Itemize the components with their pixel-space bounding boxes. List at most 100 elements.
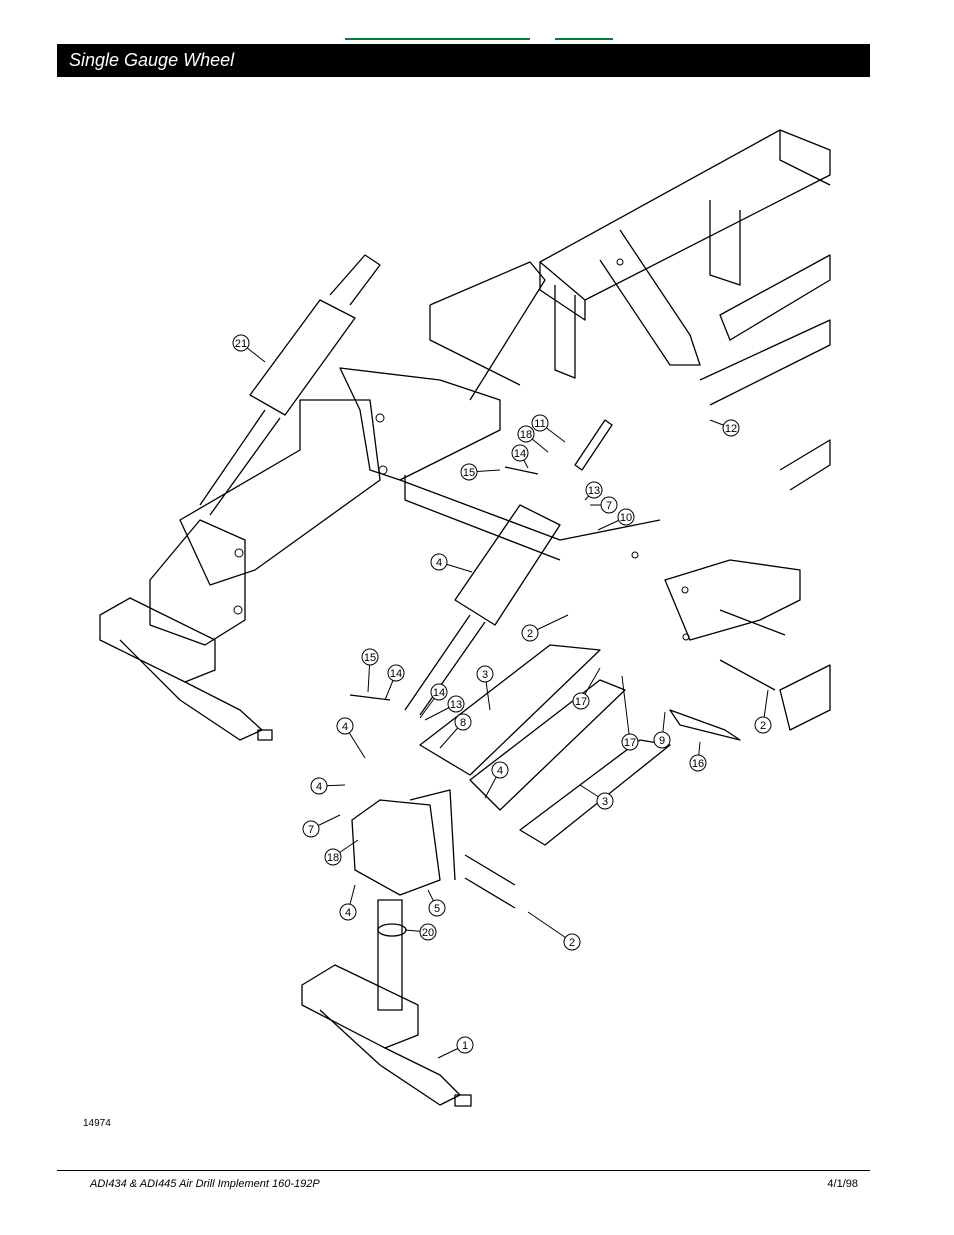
nav-link-underline[interactable] bbox=[345, 38, 530, 40]
callout-21: 21 bbox=[232, 334, 266, 363]
callout-2: 2 bbox=[754, 689, 772, 734]
callout-balloon bbox=[387, 664, 405, 682]
frame-beam bbox=[429, 261, 546, 401]
callout-balloon bbox=[454, 713, 472, 731]
callout-balloon bbox=[600, 496, 618, 514]
callout-label: 12 bbox=[725, 423, 737, 435]
callout-15: 15 bbox=[460, 463, 501, 481]
callout-balloon bbox=[572, 692, 590, 710]
callout-8: 8 bbox=[439, 713, 472, 749]
callout-label: 14 bbox=[390, 668, 402, 680]
callout-balloon bbox=[754, 716, 772, 734]
callout-label: 14 bbox=[514, 448, 526, 460]
callout-label: 4 bbox=[436, 557, 442, 569]
callout-label: 3 bbox=[602, 796, 608, 808]
callout-9: 9 bbox=[653, 711, 671, 749]
frame-tube bbox=[539, 262, 586, 321]
callout-label: 13 bbox=[450, 699, 462, 711]
wheel-spindle bbox=[301, 964, 419, 1049]
callout-11: 11 bbox=[531, 414, 566, 443]
frame-post bbox=[709, 200, 741, 286]
section-title-bar: Single Gauge Wheel bbox=[57, 44, 870, 77]
callout-15: 15 bbox=[361, 648, 379, 693]
gauge-arm-bracket bbox=[351, 799, 441, 896]
wheel-spindle bbox=[119, 639, 263, 741]
callout-balloon bbox=[232, 334, 250, 352]
pin bbox=[349, 694, 391, 701]
callout-label: 3 bbox=[482, 669, 488, 681]
callout-7: 7 bbox=[302, 814, 341, 838]
callout-balloon bbox=[476, 665, 494, 683]
callout-label: 13 bbox=[588, 485, 600, 497]
hydraulic-cylinder-end bbox=[329, 254, 381, 306]
callout-label: 2 bbox=[760, 720, 766, 732]
callout-4: 4 bbox=[484, 761, 509, 799]
callout-balloon bbox=[596, 792, 614, 810]
callout-label: 21 bbox=[235, 338, 247, 350]
callout-label: 4 bbox=[342, 721, 348, 733]
callout-balloon bbox=[310, 777, 328, 795]
callout-label: 18 bbox=[327, 852, 339, 864]
callout-balloon bbox=[430, 553, 448, 571]
callout-3: 3 bbox=[579, 784, 614, 810]
hydraulic-cylinder-rod bbox=[419, 621, 486, 716]
frame-post bbox=[554, 285, 576, 379]
callout-label: 7 bbox=[308, 824, 314, 836]
callout-balloon bbox=[617, 508, 635, 526]
callout-label: 9 bbox=[659, 735, 665, 747]
callout-4: 4 bbox=[336, 717, 366, 759]
callout-label: 4 bbox=[316, 781, 322, 793]
bolt bbox=[464, 877, 516, 909]
callout-balloon bbox=[511, 444, 529, 462]
callout-13: 13 bbox=[584, 481, 603, 501]
gauge-arm bbox=[179, 399, 381, 586]
callout-label: 2 bbox=[527, 628, 533, 640]
wheel-spindle bbox=[184, 681, 263, 731]
callout-label: 5 bbox=[434, 903, 440, 915]
callout-balloon bbox=[621, 733, 639, 751]
gauge-arm-bracket bbox=[409, 789, 456, 881]
pivot-tube bbox=[469, 679, 626, 811]
callout-2: 2 bbox=[527, 911, 581, 951]
spindle-tip bbox=[454, 1094, 472, 1107]
callout-balloon bbox=[428, 899, 446, 917]
frame-rail bbox=[699, 319, 831, 406]
hydraulic-cylinder bbox=[249, 299, 356, 416]
callout-label: 15 bbox=[364, 652, 376, 664]
hydraulic-cylinder-rod bbox=[404, 614, 471, 711]
callout-balloon bbox=[531, 414, 549, 432]
pivot-tube bbox=[519, 739, 671, 846]
spring bbox=[574, 419, 613, 471]
bolt bbox=[464, 854, 516, 886]
callout-4: 4 bbox=[339, 884, 357, 921]
spindle-post bbox=[377, 899, 403, 1011]
frame-beam bbox=[429, 305, 521, 386]
callout-label: 4 bbox=[497, 765, 503, 777]
wheel-spindle bbox=[384, 1047, 461, 1096]
pivot-tube bbox=[419, 644, 601, 776]
figure-number: 14974 bbox=[83, 1118, 111, 1129]
callout-label: 11 bbox=[534, 418, 545, 430]
callout-4: 4 bbox=[430, 553, 473, 573]
pivot-tube bbox=[669, 709, 741, 741]
frame-brace bbox=[599, 229, 701, 366]
callout-balloon bbox=[460, 463, 478, 481]
nav-link-underline[interactable] bbox=[555, 38, 613, 40]
callout-label: 7 bbox=[606, 500, 612, 512]
callout-balloon bbox=[585, 481, 603, 499]
callout-balloon bbox=[689, 754, 707, 772]
mount-bracket bbox=[664, 559, 801, 641]
callout-12: 12 bbox=[709, 419, 740, 437]
callout-17: 17 bbox=[621, 675, 639, 751]
callout-balloon bbox=[361, 648, 379, 666]
hydraulic-cylinder-rod bbox=[209, 417, 281, 516]
callout-16: 16 bbox=[689, 741, 707, 772]
callout-20: 20 bbox=[404, 923, 437, 941]
mount-plate bbox=[339, 367, 501, 481]
callout-label: 16 bbox=[692, 758, 704, 770]
callout-balloon bbox=[339, 903, 357, 921]
frame-tube bbox=[779, 130, 831, 186]
callout-balloon bbox=[324, 848, 342, 866]
callout-balloon bbox=[653, 731, 671, 749]
callout-balloon bbox=[302, 820, 320, 838]
